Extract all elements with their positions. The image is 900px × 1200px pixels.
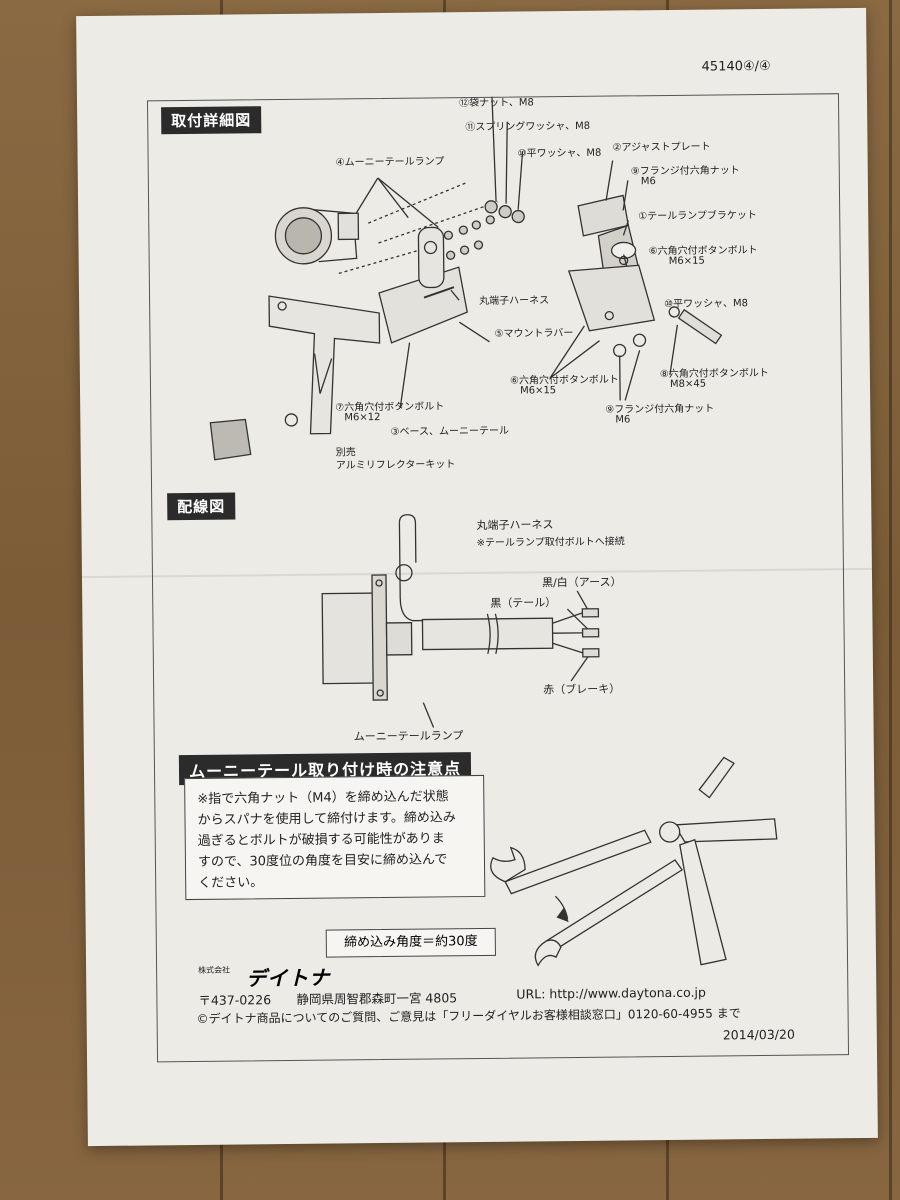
document-date: 2014/03/20 (722, 1026, 795, 1043)
tightening-angle-box: 締め込み角度＝約30度 (325, 927, 496, 958)
label-part-6a-size: M6×15 (668, 255, 705, 267)
label-mooney-tail-lamp: ムーニーテールランプ (353, 729, 464, 744)
label-part-9b: ⑨フランジ付六角ナット (605, 403, 715, 416)
label-part-1: ①テールランプブラケット (638, 210, 757, 223)
exploded-parts-diagram (209, 96, 723, 461)
label-part-10b: ⑩平ワッシャ、M8 (664, 298, 748, 311)
label-part-9a: ⑨フランジ付六角ナット (630, 165, 740, 178)
label-part-9a-size: M6 (640, 176, 656, 188)
postal-code: 〒437-0226 (198, 992, 272, 1008)
label-part-12: ⑫袋ナット、M8 (458, 97, 534, 110)
label-part-8-size: M8×45 (669, 378, 707, 390)
label-part-4: ④ムーニーテールランプ (335, 156, 445, 169)
label-part-5: ⑤マウントラバー (494, 327, 574, 340)
label-ring-terminal-harness: 丸端子ハーネス (476, 518, 554, 533)
daytona-logo: デイトナ (246, 965, 331, 991)
label-part-9b-size: M6 (615, 414, 631, 426)
label-part-6b-size: M6×15 (519, 385, 557, 397)
label-part-7-size: M6×12 (344, 412, 381, 424)
company-url: URL: http://www.daytona.co.jp (516, 984, 707, 1002)
wrench-illustration (490, 756, 778, 967)
label-part-8: ⑧六角穴付ボタンボルト (659, 367, 769, 381)
instruction-sheet: 45140④/④ 取付詳細図 (76, 7, 878, 1147)
label-black-tail: 黒（テール） (490, 596, 557, 610)
company-small-label: 株式会社 (198, 965, 231, 975)
label-reflector-kit: アルミリフレクターキット (335, 459, 456, 472)
wiring-diagram (321, 514, 600, 728)
label-part-3: ③ベース、ムーニーテール (390, 425, 510, 438)
label-red-brake: 赤（ブレーキ） (543, 682, 621, 697)
label-part-10: ⑩平ワッシャ、M8 (517, 147, 602, 160)
label-part-11: ⑪スプリングワッシャ、M8 (465, 120, 591, 134)
label-part-6b: ⑥六角穴付ボタンボルト (509, 374, 619, 387)
label-harness-note: ※テールランプ取付ボルトへ接続 (476, 536, 625, 550)
company-address: 静岡県周智郡森町一宮 4805 (296, 990, 458, 1007)
label-ring-harness: 丸端子ハーネス (479, 295, 550, 307)
label-black-white-ground: 黒/白（アース） (541, 575, 622, 590)
label-part-7: ⑦六角穴付ボタンボルト (335, 401, 445, 414)
label-part-2: ②アジャストプレート (612, 141, 711, 154)
